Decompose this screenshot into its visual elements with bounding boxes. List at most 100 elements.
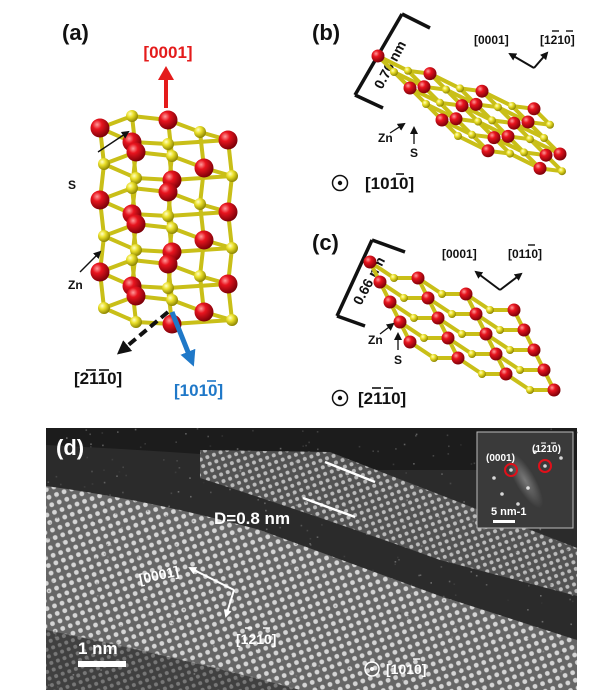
noise-speck (376, 494, 379, 497)
noise-speck (451, 533, 453, 536)
zn-atom (158, 110, 178, 130)
s-atom (516, 366, 524, 374)
noise-speck (405, 671, 407, 674)
panel-b-axis-2: [1210] (540, 33, 575, 47)
noise-speck (125, 474, 127, 477)
noise-speck (430, 511, 433, 514)
noise-speck (96, 594, 99, 597)
fft-spot (543, 464, 547, 468)
zn-atom (371, 49, 385, 63)
s-pointer-arrow (97, 130, 130, 153)
noise-speck (556, 543, 558, 546)
noise-speck (285, 543, 287, 545)
zn-atom (507, 303, 521, 317)
noise-speck (209, 445, 212, 447)
noise-speck (464, 667, 466, 670)
noise-speck (82, 537, 84, 540)
fft-spot-circle-2 (538, 459, 552, 473)
noise-speck (109, 494, 111, 496)
noise-speck (366, 533, 368, 535)
fft-scale-bar (493, 520, 515, 523)
noise-speck (454, 594, 457, 596)
zn-atom (499, 367, 513, 381)
noise-speck (474, 629, 476, 631)
noise-speck (379, 645, 382, 648)
noise-speck (118, 471, 121, 473)
s-atom (546, 120, 554, 129)
noise-speck (169, 621, 172, 624)
s-atom (454, 132, 462, 140)
noise-speck (415, 433, 418, 436)
noise-speck (181, 589, 184, 591)
noise-speck (344, 505, 346, 507)
noise-speck (481, 686, 483, 689)
noise-speck (438, 516, 440, 519)
noise-speck (312, 593, 314, 596)
noise-speck (210, 491, 212, 494)
noise-speck (549, 584, 552, 586)
panel-a-dir-down-right: [1010] (174, 381, 223, 400)
s-atom (194, 126, 206, 138)
noise-speck (180, 583, 182, 585)
noise-speck (230, 684, 232, 686)
noise-speck (353, 517, 356, 519)
noise-speck (469, 517, 471, 519)
zn-atom (469, 307, 483, 321)
noise-speck (183, 578, 186, 581)
noise-speck (229, 488, 231, 491)
noise-speck (356, 462, 359, 465)
noise-speck (571, 600, 574, 603)
panel-a-down-left-arrow (116, 310, 170, 355)
noise-speck (123, 580, 126, 582)
axis-arrow-2 (533, 51, 549, 69)
panel-b-label: (b) (312, 20, 340, 45)
panel-c-crystal-model (363, 255, 561, 397)
noise-speck (430, 582, 432, 584)
noise-speck (167, 507, 170, 509)
s-atom (448, 310, 456, 318)
noise-speck (103, 469, 105, 471)
noise-speck (460, 609, 462, 612)
noise-speck (440, 622, 442, 625)
s-atom (390, 274, 398, 282)
noise-speck (460, 444, 462, 446)
noise-speck (164, 666, 167, 669)
noise-speck (380, 525, 383, 527)
noise-speck (359, 628, 361, 631)
noise-speck (444, 646, 446, 649)
panel-a-down-right-arrow (169, 311, 196, 367)
noise-speck (47, 481, 50, 483)
noise-speck (201, 612, 203, 615)
noise-speck (567, 549, 569, 551)
measure-line-1 (324, 460, 376, 484)
noise-speck (413, 463, 415, 465)
panel-d-fft-scale: 5 nm-1 (491, 506, 526, 518)
zn-atom (459, 287, 473, 301)
s-atom (436, 98, 444, 107)
noise-speck (418, 574, 420, 577)
noise-speck (47, 537, 49, 540)
noise-speck (244, 561, 247, 564)
noise-speck (61, 568, 63, 571)
s-atom (468, 350, 476, 358)
panel-c-atom-zn: Zn (368, 333, 383, 347)
noise-speck (524, 573, 527, 575)
panel-a-atom-s: S (68, 178, 76, 192)
zn-atom (194, 158, 214, 178)
noise-speck (336, 514, 339, 517)
zn-pointer-arrow (79, 250, 102, 273)
noise-speck (127, 603, 129, 605)
noise-speck (410, 583, 413, 586)
panel-c-axis-1: [0001] (442, 247, 477, 261)
noise-speck (267, 662, 270, 664)
noise-speck (55, 475, 58, 478)
bond (170, 246, 234, 254)
panel-b-view-dir-icon (331, 174, 349, 192)
zn-pointer-arrow (379, 322, 395, 335)
noise-speck (104, 610, 106, 613)
noise-speck (256, 657, 259, 659)
noise-speck (540, 595, 542, 597)
noise-speck (288, 656, 290, 659)
noise-speck (391, 486, 393, 489)
s-atom (226, 314, 238, 326)
